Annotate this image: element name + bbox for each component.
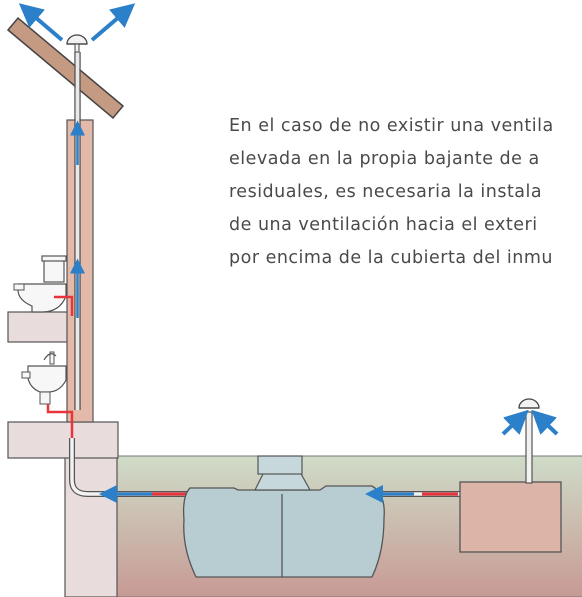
ground-vent-cap-icon — [518, 398, 540, 409]
septic-tank-icon — [182, 455, 385, 578]
floor-slab — [7, 421, 119, 459]
toilet-waste-flow — [54, 295, 74, 316]
explanation-text: En el caso de no existir una ventila ele… — [229, 110, 582, 275]
roof — [6, 16, 125, 120]
roof-airflow-arrows — [18, 3, 136, 42]
toilet-icon — [13, 255, 67, 313]
explanation-line-3: residuales, es necesaria la instala — [229, 182, 543, 202]
roof-vent-cap-icon — [66, 34, 88, 53]
explanation-line-5: por encima de la cubierta del inmu — [229, 248, 554, 268]
ground-vent-pipe — [525, 411, 533, 484]
ground-vent-airflow-arrows — [501, 409, 559, 436]
explanation-line-2: elevada en la propia bajante de a — [229, 149, 540, 169]
distribution-box-icon — [459, 481, 562, 553]
basin-waste-flow — [46, 404, 74, 438]
washbasin-icon — [21, 351, 67, 405]
explanation-line-1: En el caso de no existir una ventila — [229, 116, 554, 136]
explanation-line-4: de una ventilación hacia el exteri — [229, 215, 538, 235]
upper-shelf — [7, 311, 69, 343]
